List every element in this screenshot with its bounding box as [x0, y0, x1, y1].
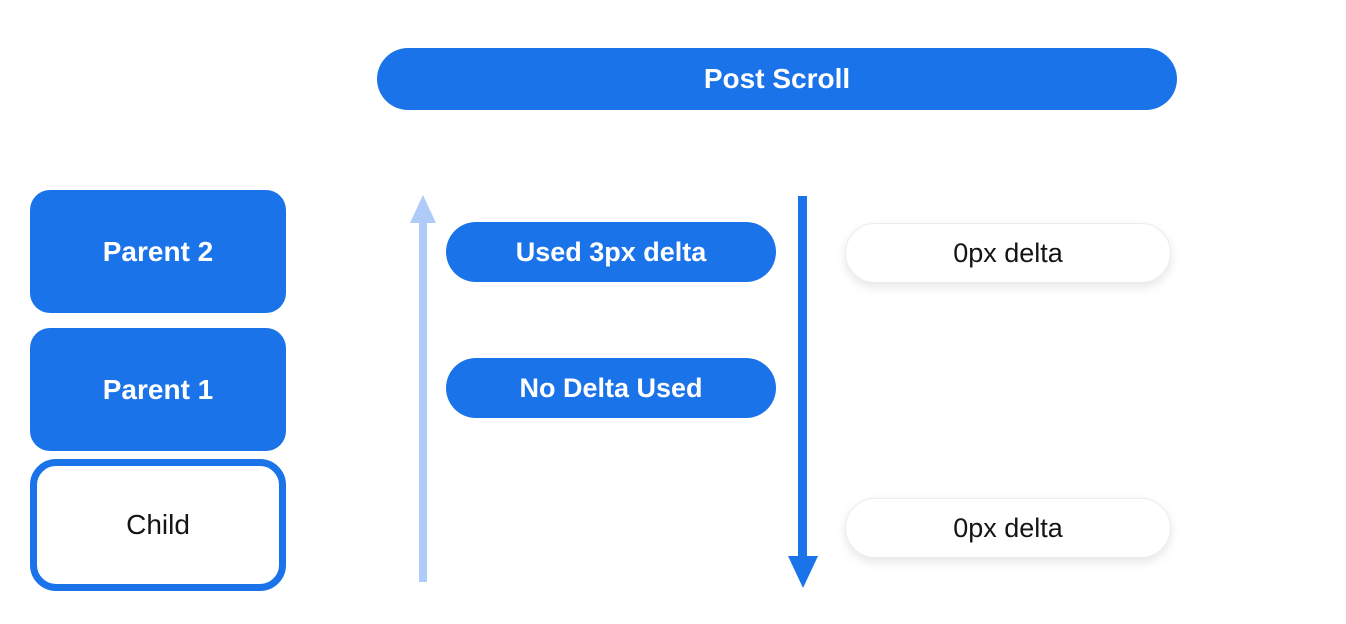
up-arrow-head [410, 195, 436, 223]
down-arrow-shaft [798, 196, 807, 557]
post-scroll-header: Post Scroll [377, 48, 1177, 110]
down-arrow-head [788, 556, 818, 588]
used-delta-pill: Used 3px delta [446, 222, 776, 282]
parent1-box: Parent 1 [30, 328, 286, 451]
zero-delta-pill-bottom: 0px delta [845, 498, 1171, 558]
no-delta-used-pill: No Delta Used [446, 358, 776, 418]
zero-delta-pill-top: 0px delta [845, 223, 1171, 283]
child-box: Child [30, 459, 286, 591]
parent2-box: Parent 2 [30, 190, 286, 313]
up-arrow-shaft [419, 220, 427, 582]
